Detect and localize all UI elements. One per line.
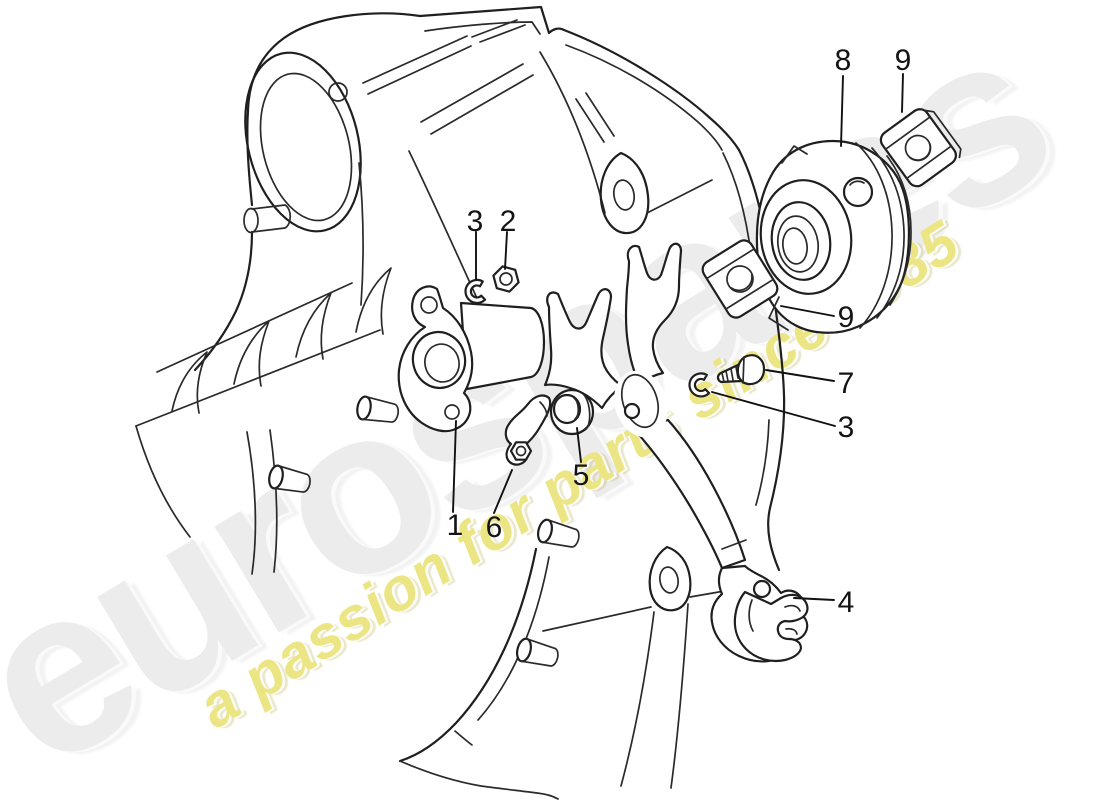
lock-washer-upper (464, 278, 487, 304)
case-dowel-pin (268, 464, 311, 493)
case-cooling-fins (135, 267, 392, 538)
hex-nut (492, 265, 520, 293)
callout-3a: 3 (467, 205, 484, 238)
release-lever-clevis (710, 564, 809, 663)
pivot-bolt (716, 354, 766, 386)
fork-prong-right (624, 242, 683, 387)
callout-labels: 8 9 3 2 9 7 3 5 1 6 4 (447, 44, 912, 619)
release-bearing (755, 139, 912, 334)
callout-9b: 9 (838, 301, 855, 334)
case-dowel-pin (516, 637, 559, 667)
case-bolt-hole (328, 82, 348, 102)
callout-2: 2 (500, 205, 517, 238)
case-dowel-pin (537, 518, 580, 548)
callout-1: 1 (447, 509, 464, 542)
case-stud-pin (243, 204, 292, 234)
callout-3b: 3 (838, 411, 855, 444)
clutch-fork (543, 242, 809, 663)
fork-hub (614, 370, 668, 438)
bearing-clamp-upper (879, 108, 962, 188)
callout-5: 5 (573, 459, 590, 492)
callout-8: 8 (835, 44, 852, 77)
case-mount-lug-top (599, 151, 713, 235)
case-dowel-pin (356, 395, 400, 423)
callout-6: 6 (486, 511, 503, 544)
bearing-clamp-lower (701, 239, 779, 319)
bearing-ball-detent (842, 176, 874, 208)
callout-7: 7 (838, 367, 855, 400)
case-mount-lug-bottom (542, 545, 737, 632)
clamp-lever (504, 394, 552, 466)
callout-leader-lines (452, 73, 904, 601)
bushing (549, 388, 595, 436)
fork-prong-left (543, 288, 624, 410)
transmission-case (135, 5, 786, 800)
circlip (688, 372, 711, 398)
callout-9a: 9 (895, 44, 912, 77)
guide-tube (397, 285, 546, 433)
callout-4: 4 (838, 586, 855, 619)
